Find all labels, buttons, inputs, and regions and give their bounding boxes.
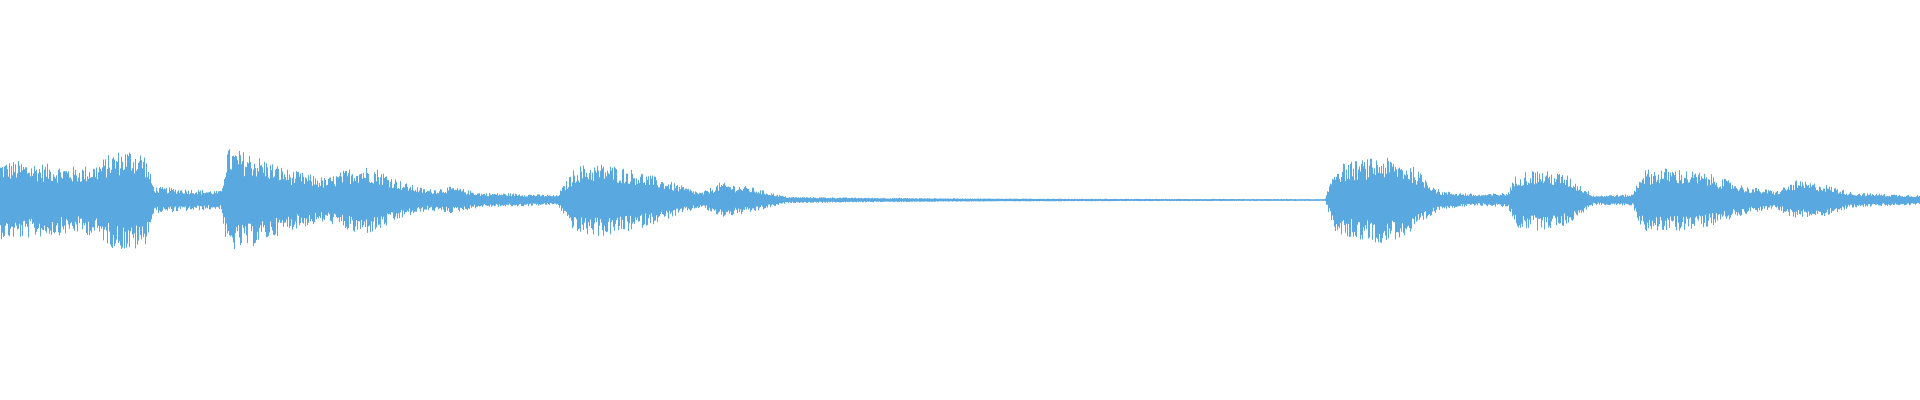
waveform-path <box>0 149 1920 250</box>
waveform-samples <box>0 149 1920 250</box>
